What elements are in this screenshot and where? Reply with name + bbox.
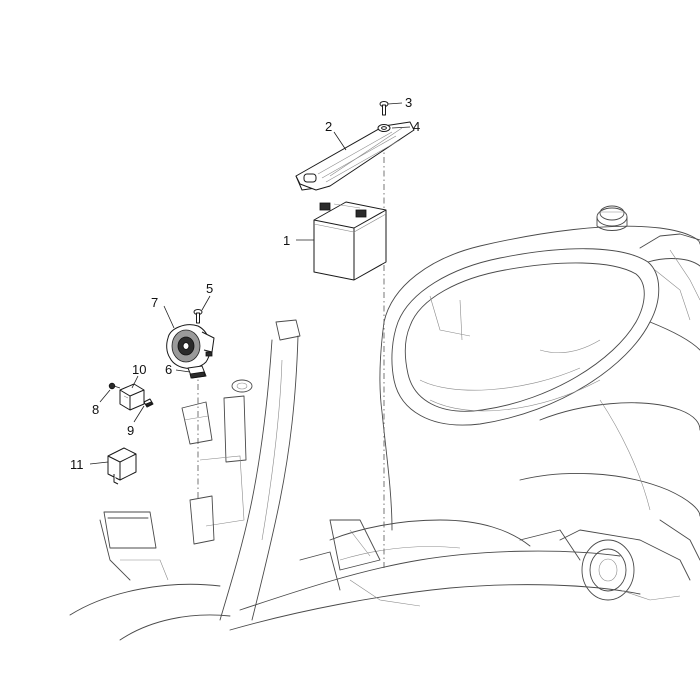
callout-6: 6 — [165, 362, 172, 377]
callout-10: 10 — [132, 362, 146, 377]
callout-labels: 1 2 3 4 5 6 7 8 9 10 11 — [70, 95, 420, 472]
horn[interactable] — [166, 324, 215, 369]
control-unit[interactable] — [107, 447, 137, 485]
callout-9: 9 — [127, 423, 134, 438]
callout-7: 7 — [151, 295, 158, 310]
screw-part-8[interactable] — [108, 382, 121, 390]
callout-3: 3 — [405, 95, 412, 110]
screw-part-5[interactable] — [193, 309, 203, 324]
battery-strap[interactable] — [295, 121, 415, 191]
assembly-axis-lines — [197, 130, 385, 570]
relay[interactable] — [119, 383, 145, 411]
callout-4: 4 — [413, 119, 420, 134]
clip-part-9[interactable] — [143, 398, 154, 408]
leader-lines — [89, 102, 411, 465]
screw-part-3[interactable] — [379, 101, 389, 116]
washer-part-4[interactable] — [377, 124, 391, 132]
scooter-body-outline — [69, 205, 700, 641]
callout-11: 11 — [70, 457, 84, 472]
callout-2: 2 — [325, 119, 332, 134]
horn-bracket[interactable] — [187, 365, 207, 379]
callout-5: 5 — [206, 281, 213, 296]
callout-1: 1 — [283, 233, 290, 248]
callout-8: 8 — [92, 402, 99, 417]
battery[interactable] — [313, 201, 387, 281]
